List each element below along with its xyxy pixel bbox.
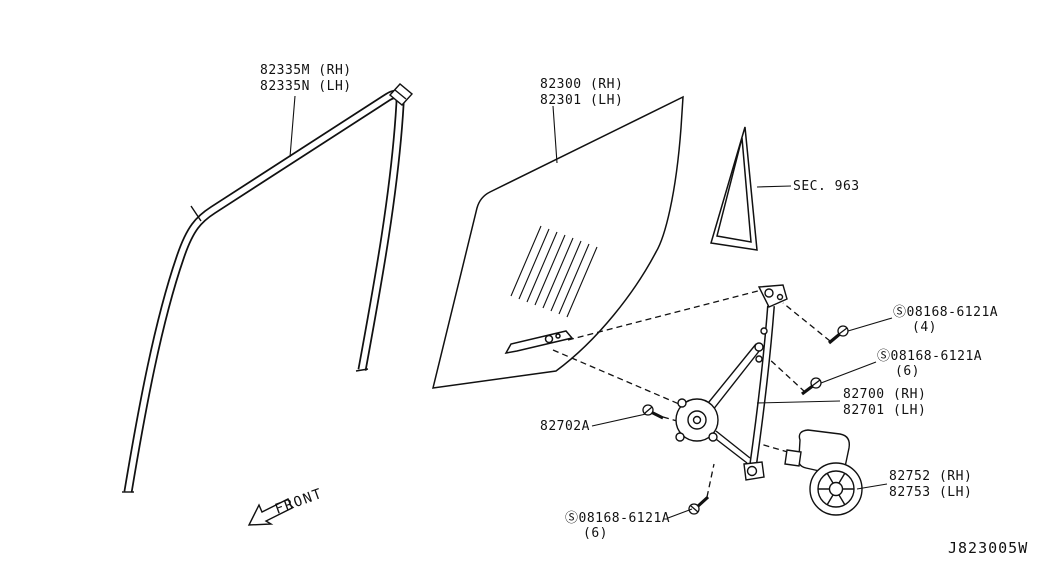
front-direction-arrow: FRONT — [247, 486, 325, 526]
label-corner-section: SEC. 963 — [793, 179, 860, 194]
label-screw-mid: Ⓢ08168-6121A — [877, 349, 982, 364]
label-glass-run-rh: 82335M (RH) — [260, 63, 352, 78]
label-screw-bottom-qty: (6) — [583, 526, 608, 541]
label-screw-top-qty: (4) — [912, 320, 937, 335]
label-regulator-rh: 82700 (RH) — [843, 387, 926, 402]
glass-run-channel-drawing — [122, 83, 414, 493]
label-glass-rh: 82300 (RH) — [540, 77, 623, 92]
label-glass-run-lh: 82335N (LH) — [260, 79, 352, 94]
door-glass-drawing — [432, 95, 684, 389]
guide-bolt-icon — [642, 404, 664, 420]
front-arrow-icon — [247, 498, 293, 526]
assembly-dashed-lines — [552, 290, 831, 498]
screw-icon-mid — [801, 377, 822, 396]
label-motor-rh: 82752 (RH) — [889, 469, 972, 484]
part-labels: 82335M (RH) 82335N (LH) 82300 (RH) 82301… — [260, 63, 998, 541]
diagram-code: J823005W — [948, 539, 1028, 557]
label-screw-top: Ⓢ08168-6121A — [893, 305, 998, 320]
leader-lines — [289, 95, 893, 519]
label-screw-mid-qty: (6) — [895, 364, 920, 379]
label-regulator-lh: 82701 (LH) — [843, 403, 926, 418]
label-motor-lh: 82753 (LH) — [889, 485, 972, 500]
label-screw-bottom: Ⓢ08168-6121A — [565, 511, 670, 526]
label-guide-bolt: 82702A — [540, 419, 590, 434]
label-glass-lh: 82301 (LH) — [540, 93, 623, 108]
regulator-motor-drawing — [784, 429, 863, 516]
window-regulator-drawing — [675, 284, 788, 481]
screw-icon-bottom — [688, 495, 710, 515]
glass-hatching — [510, 225, 598, 318]
front-label: FRONT — [273, 486, 325, 518]
screw-icon-top — [827, 325, 849, 345]
quarter-glass-drawing — [710, 126, 758, 251]
